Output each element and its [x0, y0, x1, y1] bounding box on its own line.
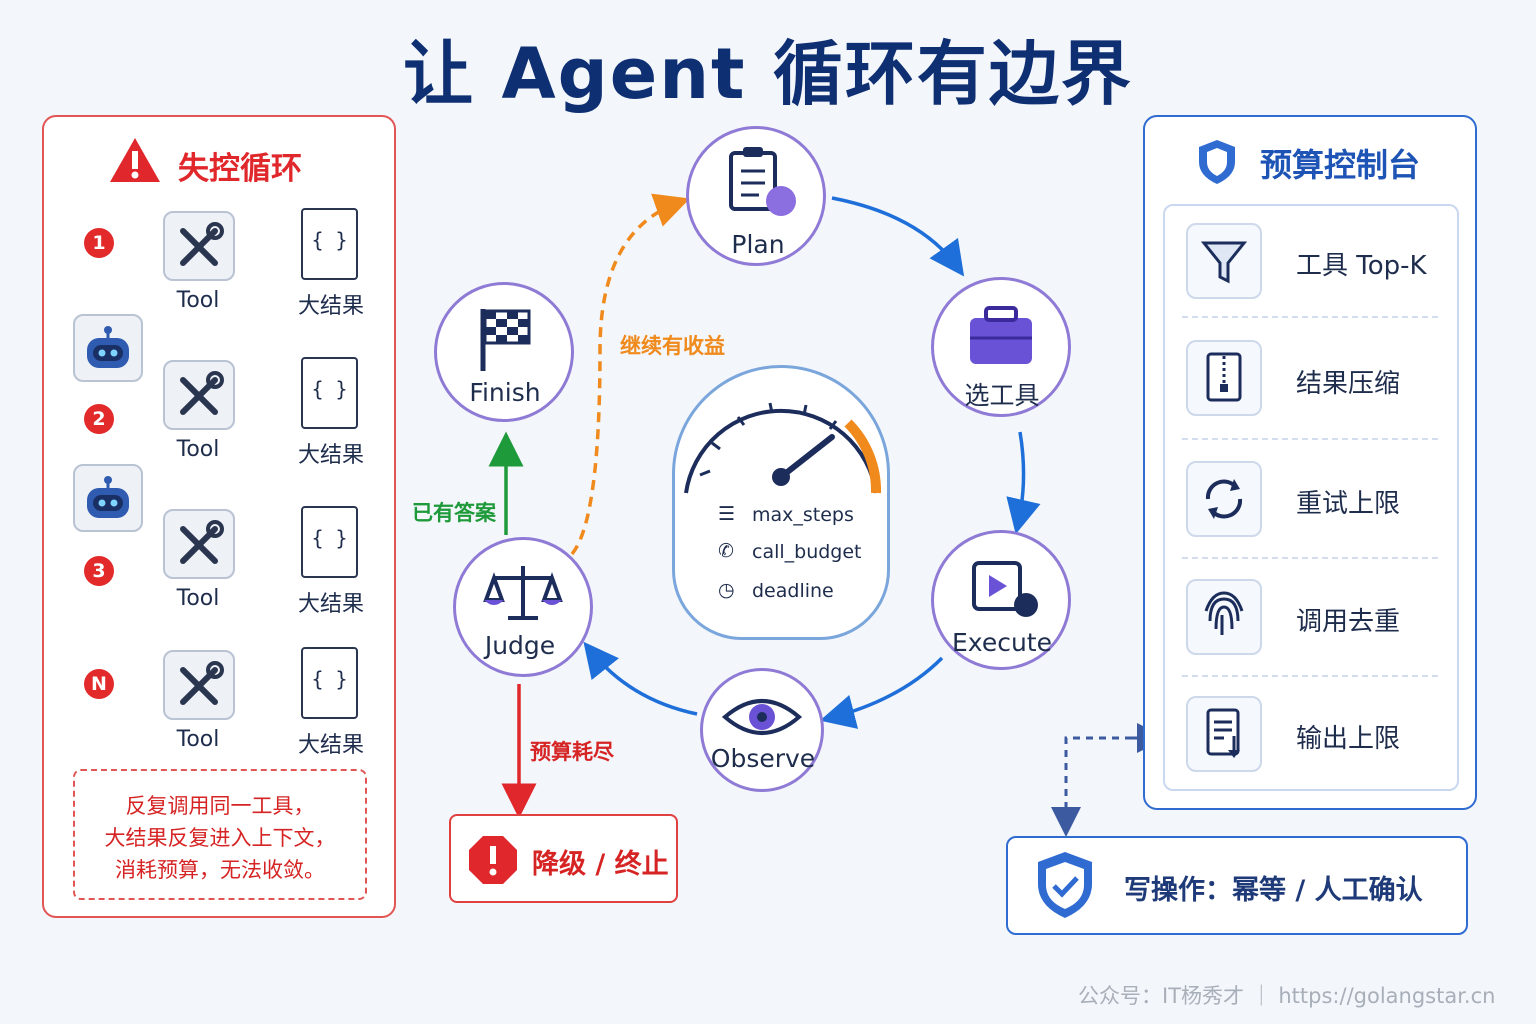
- arrow-tool-to-execute: [1006, 431, 1041, 535]
- top-k-label: 工具 Top-K: [1296, 251, 1427, 281]
- robot-icon: [87, 476, 129, 518]
- json-file-icon: { }: [301, 647, 358, 719]
- tool-label: Tool: [176, 288, 220, 313]
- refresh-icon: [1186, 461, 1262, 537]
- compress-label: 结果压缩: [1296, 369, 1401, 399]
- tool-tile: [163, 360, 235, 430]
- output-limit-label: 输出上限: [1296, 724, 1401, 754]
- funnel-icon: [1186, 223, 1262, 299]
- row-divider: [1182, 438, 1438, 440]
- exhausted-label: 预算耗尽: [530, 740, 614, 764]
- call-budget-label: call_budget: [752, 541, 862, 563]
- tool-tile: [163, 211, 235, 281]
- finish-node: [434, 282, 574, 422]
- max-steps-label: max_steps: [752, 504, 854, 526]
- warning-line: 反复调用同一工具，: [125, 794, 315, 818]
- step-badge-1: 1: [84, 228, 114, 258]
- budget-console-list: [1163, 204, 1459, 791]
- step-badge-n: N: [84, 669, 114, 699]
- scales-icon: [483, 566, 563, 620]
- execute-node: [931, 530, 1071, 670]
- document-download-icon: [1186, 696, 1262, 772]
- deadline-label: deadline: [752, 580, 834, 602]
- phone-icon: ✆: [718, 540, 734, 562]
- tools-icon: [180, 371, 224, 415]
- observe-node: [700, 668, 824, 792]
- arrow-judge-to-plan: [570, 193, 690, 556]
- tools-icon: [180, 661, 224, 705]
- arrow-observe-to-judge: [583, 641, 698, 716]
- warning-line: 大结果反复进入上下文，: [104, 826, 336, 850]
- answer-label: 已有答案: [412, 501, 496, 525]
- row-divider: [1182, 316, 1438, 318]
- arrow-console-to-write: [1051, 736, 1158, 837]
- agent-robot: [73, 314, 143, 382]
- judge-node: [453, 537, 593, 677]
- tools-icon: [180, 222, 224, 266]
- write-operation-label: 写操作：幂等 / 人工确认: [1124, 875, 1423, 906]
- finish-label: Finish: [469, 378, 541, 407]
- select-tool-node: [931, 277, 1071, 417]
- result-label: 大结果: [297, 443, 364, 468]
- toolbox-icon: [970, 306, 1032, 364]
- stop-octagon-icon: [469, 836, 517, 884]
- budget-console-title: 预算控制台: [1260, 146, 1421, 184]
- plan-label: Plan: [731, 230, 785, 259]
- observe-label: Observe: [710, 744, 816, 773]
- clipboard-brain-icon: [729, 147, 796, 216]
- retry-label: 重试上限: [1296, 489, 1401, 519]
- continue-label: 继续有收益: [620, 334, 725, 358]
- json-file-icon: { }: [301, 357, 358, 429]
- list-icon: ☰: [718, 503, 736, 525]
- arrow-plan-to-tool: [831, 196, 965, 277]
- gauge-dial-icon: [684, 402, 882, 494]
- tool-label: Tool: [176, 727, 220, 752]
- tool-tile: [163, 650, 235, 720]
- fingerprint-icon: [1186, 579, 1262, 655]
- tools-icon: [180, 520, 224, 564]
- shield-icon: [1199, 140, 1235, 184]
- result-label: 大结果: [297, 733, 364, 758]
- result-label: 大结果: [297, 294, 364, 319]
- dedupe-label: 调用去重: [1296, 607, 1401, 637]
- arrow-execute-to-observe: [819, 656, 944, 729]
- step-badge-2: 2: [84, 404, 114, 434]
- stop-box: [449, 814, 678, 903]
- stop-label: 降级 / 终止: [532, 849, 669, 880]
- eye-icon: [721, 699, 803, 735]
- select-tool-label: 选工具: [964, 381, 1040, 410]
- tool-label: Tool: [176, 437, 220, 462]
- row-divider: [1182, 557, 1438, 559]
- robot-icon: [87, 326, 129, 368]
- step-badge-3: 3: [84, 556, 114, 586]
- runaway-warning-box: [73, 769, 367, 900]
- result-label: 大结果: [297, 592, 364, 617]
- json-file-icon: { }: [301, 506, 358, 578]
- row-divider: [1182, 675, 1438, 677]
- tool-label: Tool: [176, 586, 220, 611]
- judge-label: Judge: [484, 631, 556, 660]
- agent-robot: [73, 464, 143, 532]
- clock-icon: ◷: [718, 579, 735, 601]
- runaway-loop-title: 失控循环: [178, 151, 302, 187]
- plan-node: [686, 126, 826, 266]
- zip-file-icon: [1186, 340, 1262, 416]
- execute-label: Execute: [952, 628, 1052, 657]
- chip-play-icon: [972, 561, 1038, 617]
- page-title: 让 Agent 循环有边界: [403, 33, 1133, 115]
- shield-check-icon: [1038, 852, 1092, 918]
- json-file-icon: { }: [301, 208, 358, 280]
- checkered-flag-icon: [480, 309, 531, 371]
- warning-line: 消耗预算，无法收敛。: [115, 858, 325, 882]
- warning-icon: [110, 138, 160, 182]
- footer-credit: 公众号：IT杨秀才 ｜ https://golangstar.cn: [1078, 984, 1496, 1008]
- tool-tile: [163, 509, 235, 579]
